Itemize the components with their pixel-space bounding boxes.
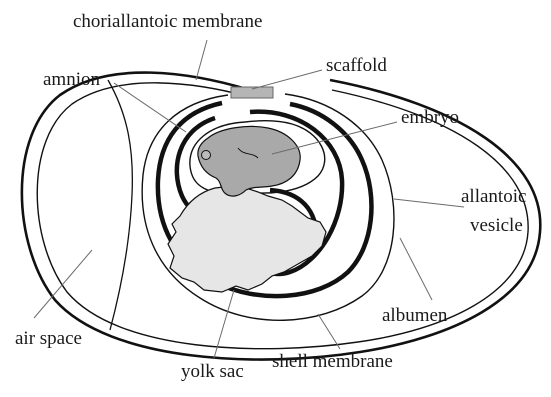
leader-allantoic-vesicle xyxy=(394,199,464,207)
leader-shell-membrane xyxy=(318,314,340,349)
label-air-space: air space xyxy=(15,329,82,348)
embryo xyxy=(198,126,300,196)
label-allantoic: allantoic xyxy=(461,187,526,206)
label-amnion: amnion xyxy=(43,70,100,89)
embryo-eye xyxy=(202,151,211,160)
leader-amnion xyxy=(114,83,186,132)
label-vesicle: vesicle xyxy=(470,216,523,235)
label-embryo: embryo xyxy=(401,108,459,127)
label-albumen: albumen xyxy=(382,306,447,325)
label-yolk-sac: yolk sac xyxy=(181,362,244,381)
label-chorioallantoic-membrane: choriallantoic membrane xyxy=(73,12,262,31)
leader-chorioallantoic xyxy=(196,40,207,80)
leader-scaffold xyxy=(252,70,322,89)
label-scaffold: scaffold xyxy=(326,56,387,75)
air-space-boundary xyxy=(108,80,132,330)
label-shell-membrane: shell membrane xyxy=(272,352,393,371)
leader-albumen xyxy=(400,238,432,300)
